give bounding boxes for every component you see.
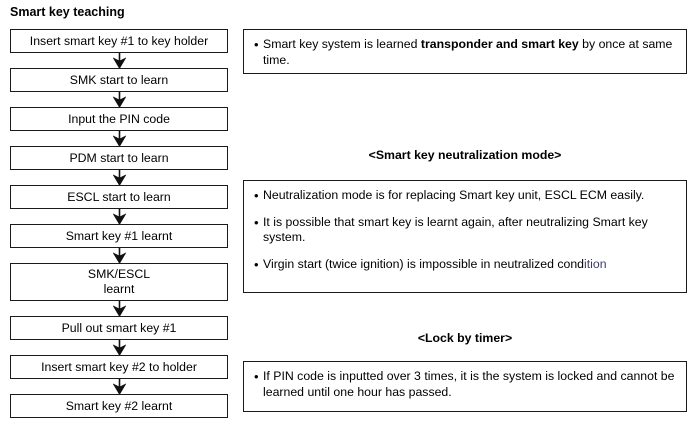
flow-step-box: Insert smart key #2 to holder [10,355,228,379]
bullet-text: Virgin start (twice ignition) is impossi… [263,257,676,273]
arrow-down-icon [10,248,228,263]
section-heading-neutralization: <Smart key neutralization mode> [368,148,562,162]
bullet-item: • If PIN code is inputted over 3 times, … [254,369,676,400]
flow-step-label: Smart key #2 learnt [65,398,173,413]
bullet-text: Smart key system is learned transponder … [263,37,676,68]
bullet-item: • Virgin start (twice ignition) is impos… [254,257,676,273]
bullet-icon: • [254,369,259,384]
bullet-text-pre: Virgin start (twice ignition) is impossi… [263,256,585,271]
arrow-down-icon [10,301,228,316]
bullet-item: • It is possible that smart key is learn… [254,215,676,246]
flow-step-box: SMK start to learn [10,68,228,92]
flow-step-label: ESCL start to learn [67,189,171,204]
bullet-item: • Neutralization mode is for replacing S… [254,188,676,204]
bullet-icon: • [254,256,259,272]
bullet-text-post: by once at same time. [263,37,673,67]
flowchart-title: Smart key teaching [10,5,125,19]
bullet-icon: • [254,214,259,230]
flow-step-box: Smart key #2 learnt [10,394,228,418]
flow-step-label: Input the PIN code [68,111,170,126]
flow-step-label: Insert smart key #1 to key holder [29,33,209,48]
flow-step-box: SMK/ESCL learnt [10,263,228,301]
flow-step-box: PDM start to learn [10,146,228,170]
arrow-down-icon [10,340,228,355]
flow-step-label: Pull out smart key #1 [61,320,177,335]
bullet-text: Neutralization mode is for replacing Sma… [263,188,645,202]
arrow-down-icon [10,53,228,68]
section-heading-lock-by-timer: <Lock by timer> [417,331,513,345]
bullet-icon: • [254,37,259,52]
flow-step-label: Insert smart key #2 to holder [41,359,197,374]
flow-step-box: Input the PIN code [10,107,228,131]
bullet-text-pre: Smart key system is learned [263,37,421,51]
arrow-down-icon [10,131,228,146]
bullet-text: It is possible that smart key is learnt … [263,214,648,245]
flow-step-label: PDM start to learn [69,150,169,165]
flow-step-box: Insert smart key #1 to key holder [10,29,228,53]
bullet-icon: • [254,188,259,203]
bullet-text-bold: transponder and smart key [420,37,579,51]
arrow-down-icon [10,170,228,185]
flow-step-label: Smart key #1 learnt [65,228,173,243]
arrow-down-icon [10,209,228,224]
bullet-item: • Smart key system is learned transponde… [254,37,676,68]
bullet-text-tinted: ition [584,256,607,271]
flow-step-box: Pull out smart key #1 [10,316,228,340]
note-box-lock-by-timer: • If PIN code is inputted over 3 times, … [243,361,687,412]
arrow-down-icon [10,92,228,107]
note-box-smart-key-teaching: • Smart key system is learned transponde… [243,29,687,74]
flow-step-box: Smart key #1 learnt [10,224,228,248]
bullet-text: If PIN code is inputted over 3 times, it… [263,369,675,399]
note-box-neutralization: • Neutralization mode is for replacing S… [243,180,687,293]
arrow-down-icon [10,379,228,394]
flow-step-label: SMK start to learn [69,72,169,87]
flow-step-box: ESCL start to learn [10,185,228,209]
flow-step-label: SMK/ESCL learnt [87,267,151,296]
